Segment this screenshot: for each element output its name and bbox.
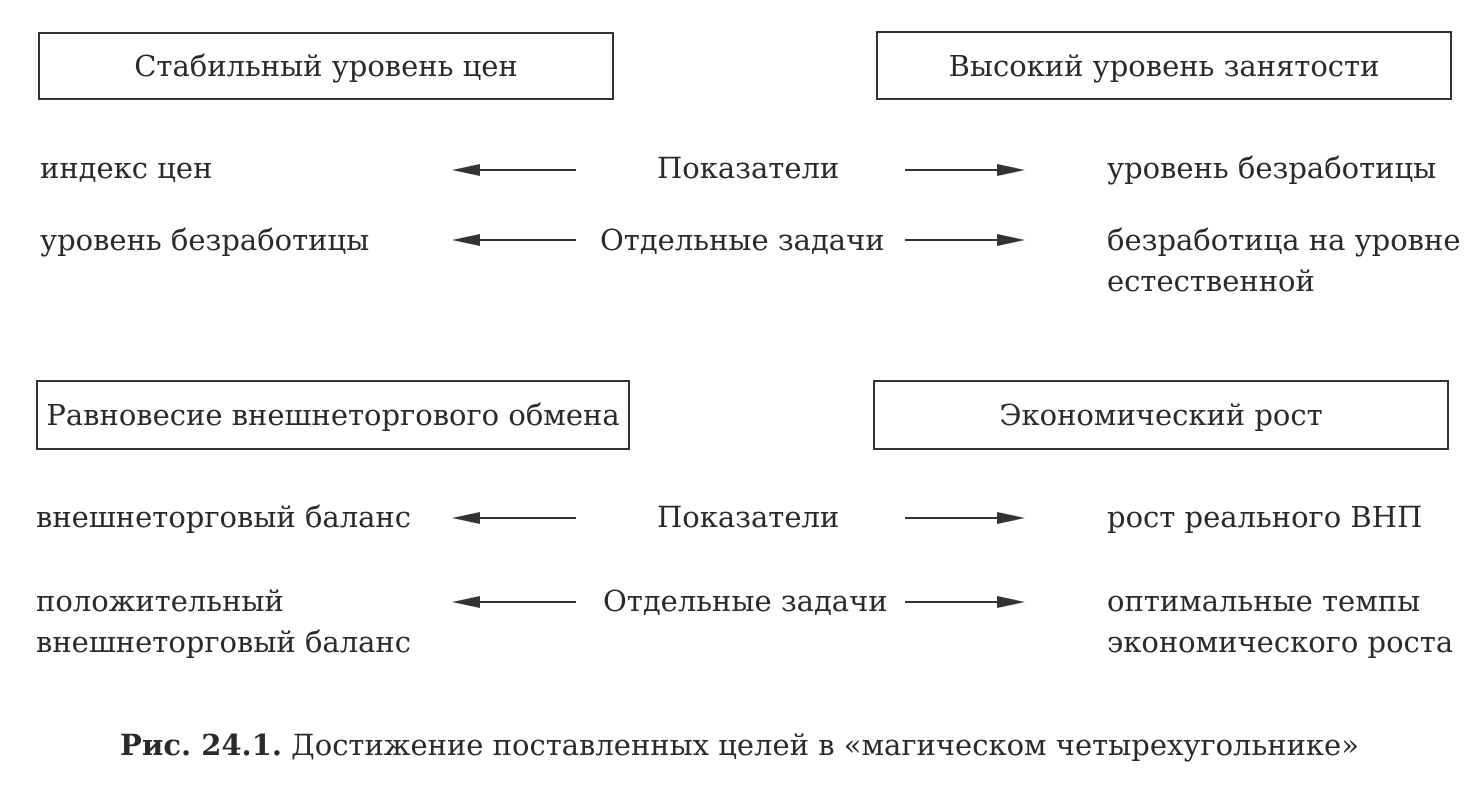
top-indicator-right: уровень безработицы [1107, 151, 1437, 185]
goal-box-foreign-trade-balance: Равновесие внешнеторгового обмена [36, 380, 630, 450]
figure-caption-text: Достижение поставленных целей в «магичес… [281, 728, 1359, 762]
top-indicator-left: индекс цен [40, 151, 213, 185]
bottom-indicators-center: Показатели [657, 500, 840, 534]
arrow-left-bottom-indicators [452, 512, 576, 524]
arrow-right-top-indicators [905, 164, 1025, 176]
goal-label: Стабильный уровень цен [134, 49, 518, 83]
top-task-right-line2: естественной [1107, 264, 1315, 298]
top-task-left: уровень безработицы [40, 223, 370, 257]
goal-box-economic-growth: Экономический рост [873, 380, 1449, 450]
goal-box-high-employment: Высокий уровень занятости [876, 31, 1452, 100]
arrow-left-top-indicators [452, 164, 576, 176]
arrow-left-bottom-tasks [452, 596, 576, 608]
goal-label: Экономический рост [999, 398, 1323, 432]
arrow-right-bottom-indicators [905, 512, 1025, 524]
top-tasks-center: Отдельные задачи [600, 223, 885, 257]
bottom-task-right-line2: экономического роста [1107, 625, 1454, 659]
bottom-indicator-left: внешнеторговый баланс [36, 500, 411, 534]
bottom-tasks-center: Отдельные задачи [603, 584, 888, 618]
arrow-right-bottom-tasks [905, 596, 1025, 608]
bottom-task-left-line2: внешнеторговый баланс [36, 625, 411, 659]
bottom-task-left-line1: положительный [36, 584, 284, 618]
arrow-left-top-tasks [452, 234, 576, 246]
arrow-right-top-tasks [905, 234, 1025, 246]
goal-box-stable-prices: Стабильный уровень цен [38, 32, 614, 100]
bottom-task-right-line1: оптимальные темпы [1107, 584, 1421, 618]
top-task-right-line1: безработица на уровне [1107, 223, 1461, 257]
figure-caption: Рис. 24.1. Достижение поставленных целей… [0, 728, 1479, 762]
goal-label: Высокий уровень занятости [948, 48, 1380, 83]
top-indicators-center: Показатели [657, 151, 840, 185]
figure-number: Рис. 24.1. [120, 728, 282, 762]
goal-label: Равновесие внешнеторгового обмена [46, 398, 620, 432]
bottom-indicator-right: рост реального ВНП [1107, 500, 1423, 534]
